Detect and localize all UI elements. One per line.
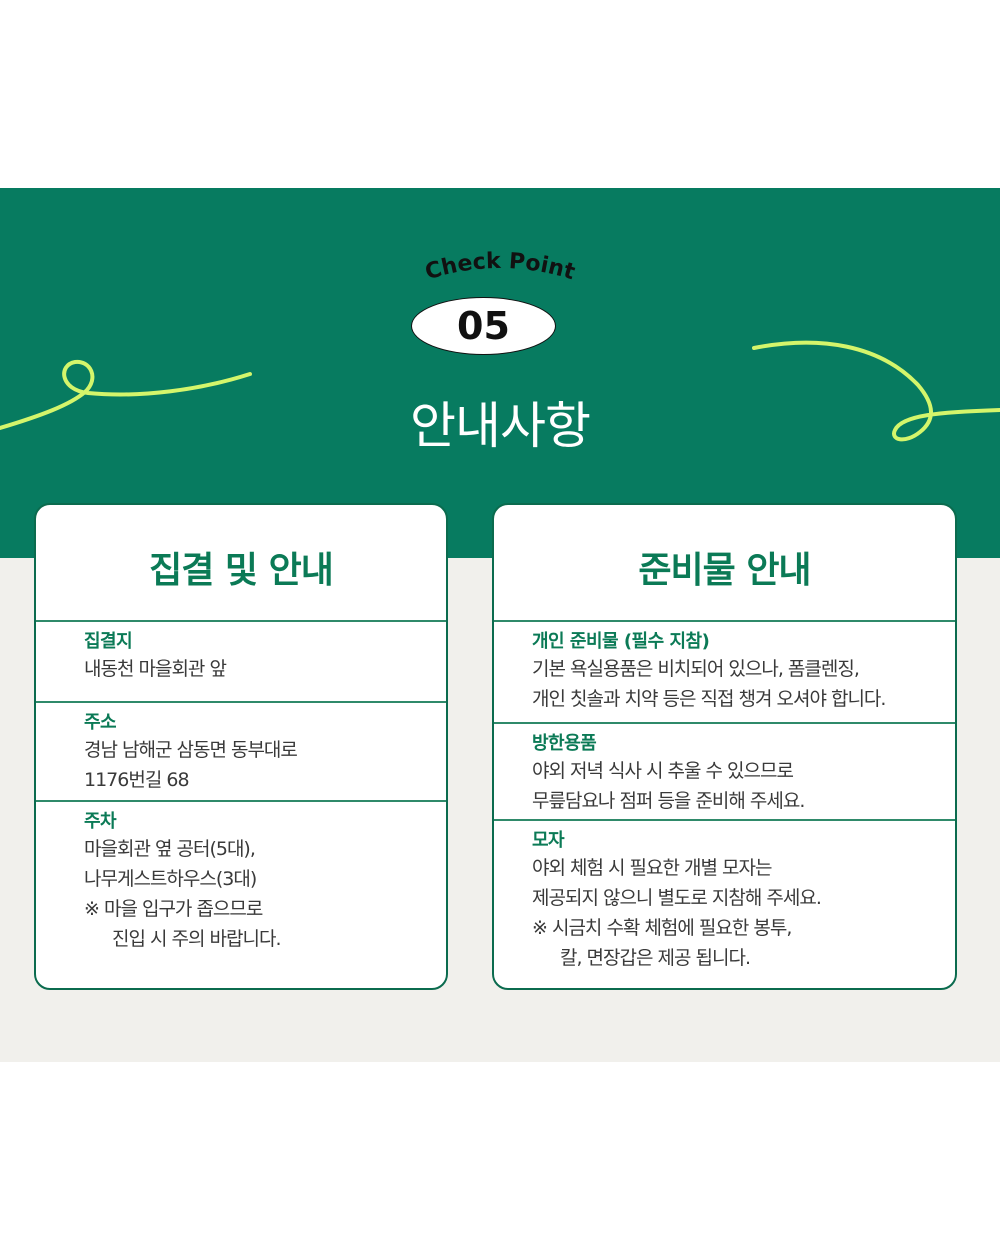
section-label: 주차 [84,811,117,832]
supplies-card-title: 준비물 안내 [638,549,811,591]
section-note: 칼, 면장갑은 제공 됩니다. [560,947,751,969]
section-text: 무릎담요나 점퍼 등을 준비해 주세요. [532,790,805,812]
meeting-info-card: 집결 및 안내 집결지 내동천 마을회관 앞 주소 경남 남해군 삼동면 동부대… [34,503,448,990]
section-text: 야외 저녁 식사 시 추울 수 있으므로 [532,760,794,782]
section-text: 마을회관 옆 공터(5대), [84,838,256,860]
section-label: 방한용품 [532,733,597,754]
meeting-card-title: 집결 및 안내 [149,549,334,591]
section-label: 집결지 [84,631,133,652]
section-text: 내동천 마을회관 앞 [84,658,227,680]
section-text: 제공되지 않으니 별도로 지참해 주세요. [532,887,822,909]
parking-section: 주차 마을회관 옆 공터(5대), 나무게스트하우스(3대) ※ 마을 입구가 … [36,800,446,954]
section-label: 개인 준비물 (필수 지참) [532,631,710,652]
section-note: ※ 마을 입구가 좁으므로 [84,898,263,920]
page-title: 안내사항 [410,397,591,455]
section-label: 주소 [84,712,117,733]
section-text: 개인 칫솔과 치약 등은 직접 챙겨 오셔야 합니다. [532,688,886,710]
section-note: ※ 시금치 수확 체험에 필요한 봉투, [532,917,792,939]
section-text: 나무게스트하우스(3대) [84,868,257,890]
section-note: 진입 시 주의 바랍니다. [112,928,281,950]
hat-section: 모자 야외 체험 시 필요한 개별 모자는 제공되지 않으니 별도로 지참해 주… [494,819,955,973]
top-margin [0,0,1000,188]
cold-weather-section: 방한용품 야외 저녁 식사 시 추울 수 있으므로 무릎담요나 점퍼 등을 준비… [494,722,955,819]
personal-supplies-section: 개인 준비물 (필수 지참) 기본 욕실용품은 비치되어 있으나, 폼클렌징, … [494,620,955,722]
svg-text:Check Point: Check Point [422,249,578,286]
section-text: 기본 욕실용품은 비치되어 있으나, 폼클렌징, [532,658,860,680]
section-label: 모자 [532,830,565,851]
address-section: 주소 경남 남해군 삼동면 동부대로 1176번길 68 [36,701,446,800]
section-text: 1176번길 68 [84,769,190,791]
section-text: 경남 남해군 삼동면 동부대로 [84,739,298,761]
checkpoint-label: Check Point [422,249,578,286]
checkpoint-number-badge: 05 [411,297,556,355]
bottom-margin [0,1062,1000,1250]
meeting-point-section: 집결지 내동천 마을회관 앞 [36,620,446,701]
section-text: 야외 체험 시 필요한 개별 모자는 [532,857,772,879]
supplies-info-card: 준비물 안내 개인 준비물 (필수 지참) 기본 욕실용품은 비치되어 있으나,… [492,503,957,990]
